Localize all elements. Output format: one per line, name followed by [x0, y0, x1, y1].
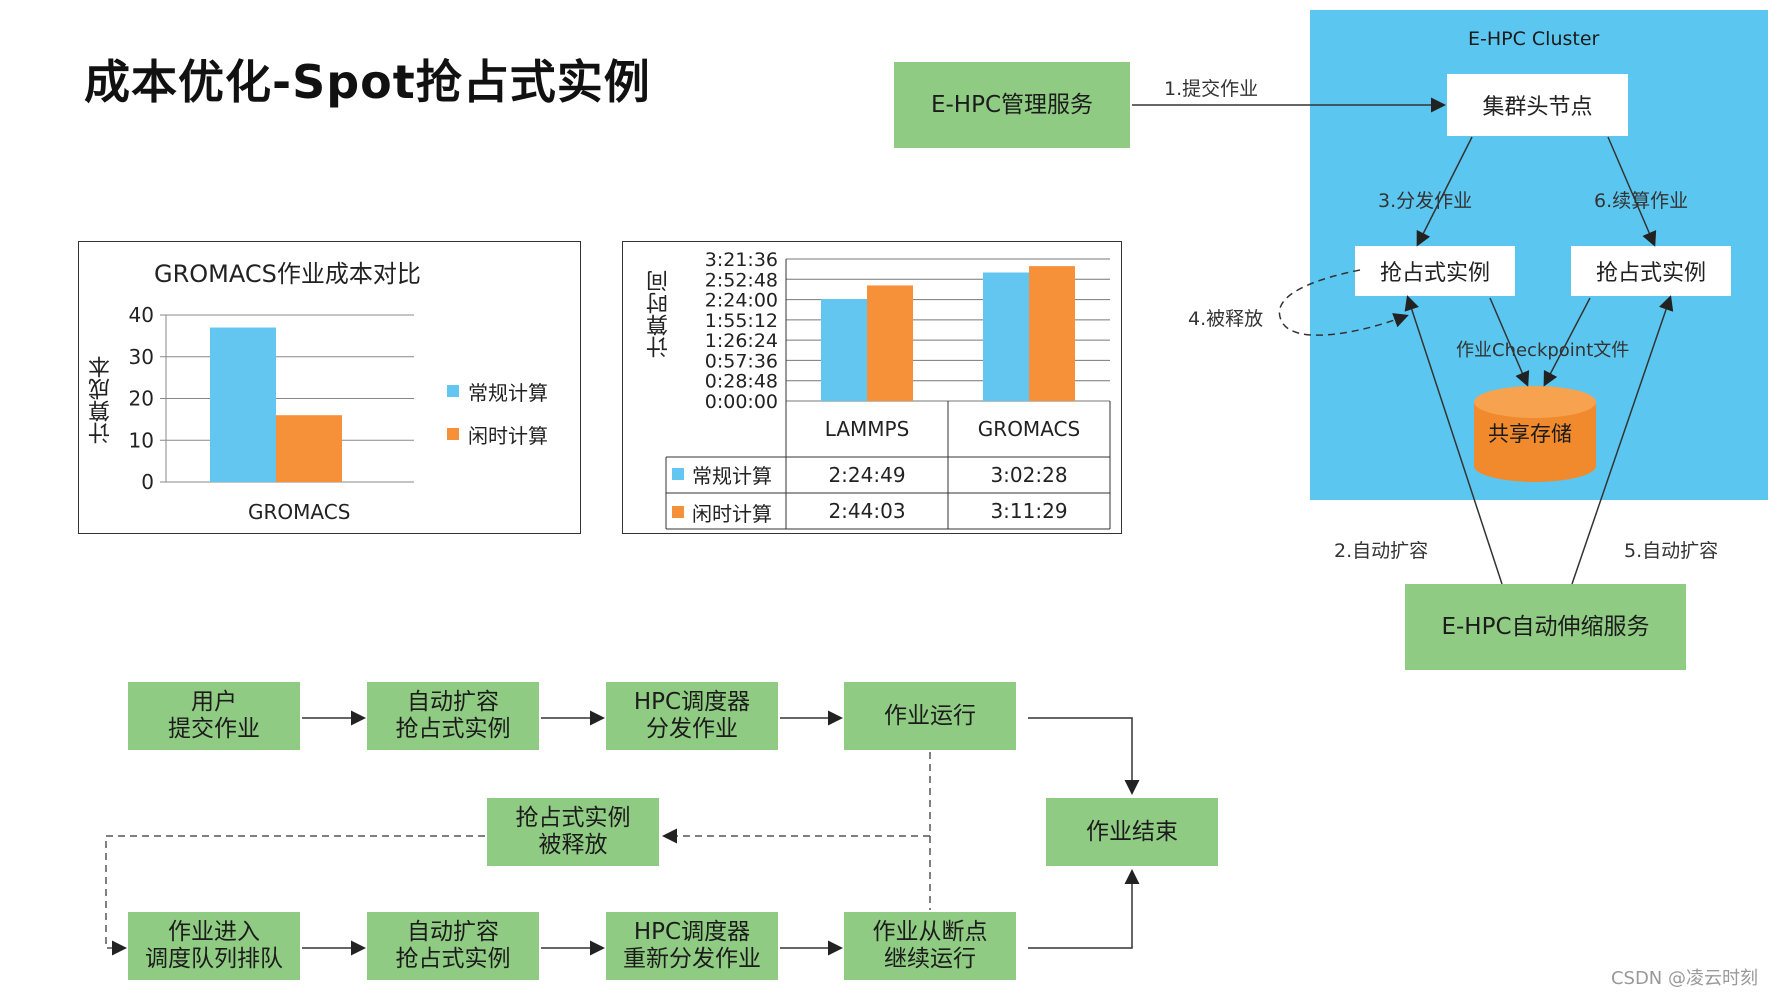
page-title: 成本优化-Spot抢占式实例: [84, 55, 651, 109]
cost-y-tick: 20: [129, 387, 154, 411]
time-y-tick: 1:55:12: [705, 310, 778, 332]
cost-bar-regular: [210, 327, 276, 482]
table-header-gromacs: GROMACS: [977, 417, 1081, 441]
table-row-idle-label: 闲时计算: [692, 502, 772, 526]
table-cell-gromacs-regular: 3:02:28: [990, 463, 1068, 487]
flow-autoscale-spot-2: 自动扩容 抢占式实例: [367, 912, 539, 980]
table-cell-lammps-regular: 2:24:49: [828, 463, 906, 487]
arrow-checkpoint-right: [1543, 297, 1591, 387]
legend-idle-label: 闲时计算: [468, 424, 548, 448]
cost-y-tick: 40: [129, 303, 154, 327]
cost-y-tick: 0: [141, 470, 154, 494]
time-bar-lammps-idle: [867, 285, 913, 401]
head-node-box: 集群头节点: [1447, 74, 1628, 136]
legend-regular-swatch: [447, 385, 459, 397]
flow-scheduler-dispatch: HPC调度器 分发作业: [606, 682, 778, 750]
flow-job-running: 作业运行: [844, 682, 1016, 750]
time-y-tick: 2:24:00: [705, 290, 778, 312]
table-regular-swatch: [672, 468, 684, 480]
cost-y-tick: 30: [129, 345, 154, 369]
flow-autoscale-spot: 自动扩容 抢占式实例: [367, 682, 539, 750]
spot-instance-right: 抢占式实例: [1571, 246, 1731, 296]
arrow-released: [1278, 269, 1409, 336]
arrow-dispatch-job: [1416, 136, 1473, 247]
flow-job-queued: 作业进入 调度队列排队: [128, 912, 300, 980]
arrow-checkpoint-left: [1489, 297, 1530, 387]
cost-y-tick: 10: [129, 428, 154, 452]
shared-storage-cylinder: [1474, 386, 1596, 482]
step-1-label: 1.提交作业: [1164, 78, 1259, 100]
autoscale-service-box: E-HPC自动伸缩服务: [1405, 584, 1686, 670]
time-y-tick: 0:28:48: [705, 371, 778, 393]
time-y-tick: 1:26:24: [705, 330, 778, 352]
table-cell-lammps-idle: 2:44:03: [828, 499, 906, 523]
cost-chart-category: GROMACS: [248, 500, 351, 524]
cost-chart-plot: 0 10 20 30 40: [129, 303, 414, 494]
time-bar-gromacs-regular: [983, 272, 1029, 401]
time-bar-lammps-regular: [821, 298, 867, 401]
flow-job-end: 作业结束: [1046, 798, 1218, 866]
step-6-label: 6.续算作业: [1594, 190, 1689, 212]
legend-idle-swatch: [447, 428, 459, 440]
step-4-label: 4.被释放: [1188, 308, 1264, 330]
time-y-tick: 0:57:36: [705, 350, 778, 372]
flow-job-resume: 作业从断点 继续运行: [844, 912, 1016, 980]
legend-regular-label: 常规计算: [468, 381, 548, 405]
arrow-autoscale-right: [1571, 295, 1674, 585]
time-chart-plot: 0:00:000:28:480:57:361:26:241:55:122:24:…: [665, 249, 1111, 530]
table-cell-gromacs-idle: 3:11:29: [990, 499, 1068, 523]
arrow-autoscale-left: [1404, 295, 1503, 585]
cost-bar-idle: [276, 415, 342, 482]
checkpoint-label: 作业Checkpoint文件: [1456, 340, 1630, 361]
storage-label: 共享存储: [1488, 422, 1572, 446]
flow-user-submit: 用户 提交作业: [128, 682, 300, 750]
time-y-tick: 0:00:00: [705, 391, 778, 413]
step-3-label: 3.分发作业: [1378, 190, 1473, 212]
step-5-label: 5.自动扩容: [1624, 540, 1719, 562]
table-idle-swatch: [672, 506, 684, 518]
mgmt-service-box: E-HPC管理服务: [894, 62, 1130, 148]
time-y-tick: 3:21:36: [705, 249, 778, 271]
spot-instance-left: 抢占式实例: [1355, 246, 1515, 296]
watermark: CSDN @凌云时刻: [1610, 968, 1758, 989]
flow-spot-released: 抢占式实例 被释放: [487, 798, 659, 866]
cluster-title: E-HPC Cluster: [1468, 28, 1600, 50]
table-row-regular-label: 常规计算: [692, 464, 772, 488]
cost-chart-frame: [78, 241, 581, 534]
table-header-lammps: LAMMPS: [824, 417, 910, 441]
arrow-resume-job: [1607, 136, 1657, 247]
step-2-label: 2.自动扩容: [1334, 540, 1429, 562]
time-y-tick: 2:52:48: [705, 269, 778, 291]
flow-scheduler-redispatch: HPC调度器 重新分发作业: [606, 912, 778, 980]
time-bar-gromacs-idle: [1029, 266, 1075, 401]
cost-chart-title: GROMACS作业成本对比: [154, 260, 421, 288]
